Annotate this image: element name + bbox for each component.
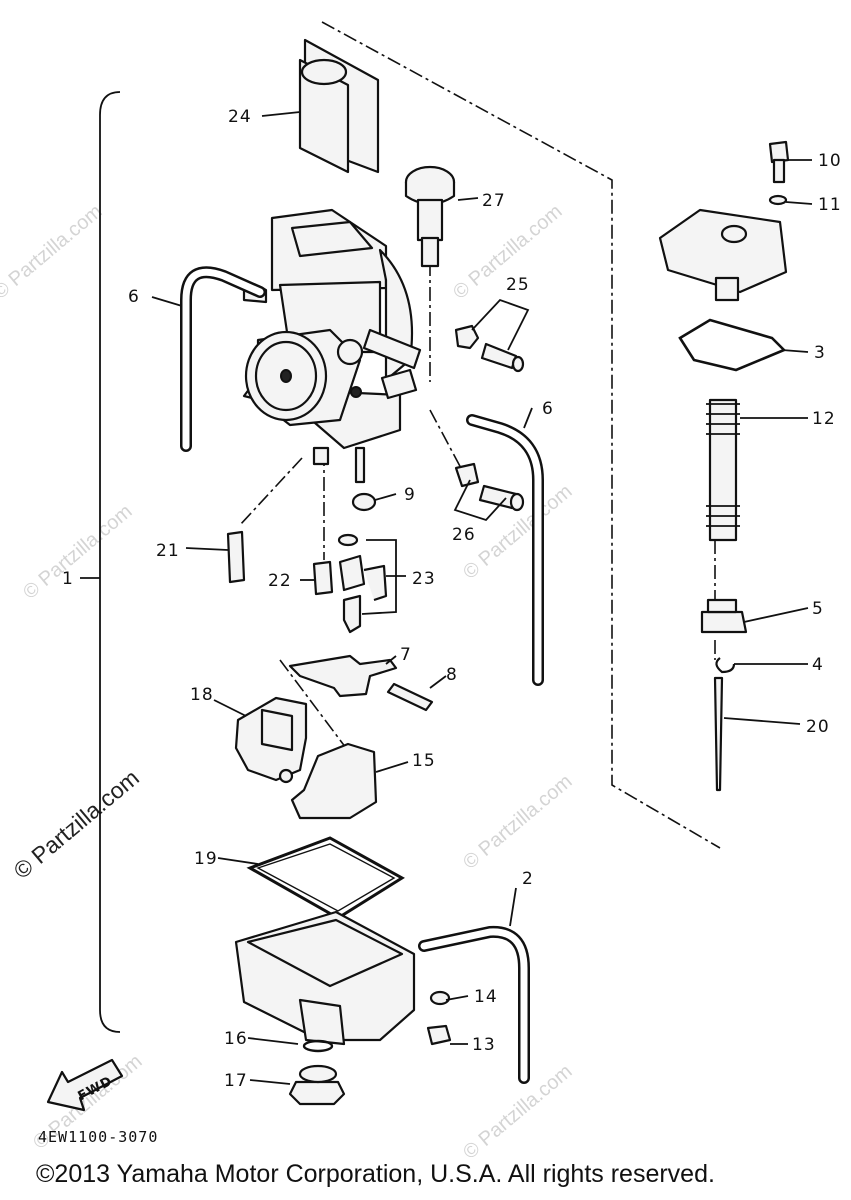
part-11-washer [768,194,788,206]
part-7-plate [288,654,398,698]
callout-24: 24 [228,107,252,127]
carburetor-body [242,208,422,484]
callout-12: 12 [812,409,836,429]
callout-8: 8 [446,665,458,685]
part-15-float [290,742,378,820]
part-12-throttle-valve [706,398,740,542]
part-19-gasket [246,836,405,920]
part-26-air-screw [454,462,525,512]
callout-20: 20 [806,717,830,737]
assembly-bracket [99,91,121,1033]
callout-6: 6 [128,287,140,307]
part-23-needle-valve [338,554,388,634]
copyright-notice: ©2013 Yamaha Motor Corporation, U.S.A. A… [36,1160,715,1188]
callout-11: 11 [818,195,842,215]
part-9-nut [351,492,377,512]
part-6-left-hose [180,266,266,452]
callout-15: 15 [412,751,436,771]
fwd-arrow-icon: FWD [46,1058,124,1112]
callout-4: 4 [812,655,824,675]
part-20-jet-needle [713,676,724,792]
watermark-dark: © Partzilla.com [9,764,144,884]
callout-7: 7 [400,645,412,665]
callout-23: 23 [412,569,436,589]
callout-9: 9 [404,485,416,505]
callout-5: 5 [812,599,824,619]
callout-10: 10 [818,151,842,171]
callout-2: 2 [522,869,534,889]
callout-14: 14 [474,987,498,1007]
part-6-right-hose [466,414,544,686]
callout-13: 13 [472,1035,496,1055]
part-5-holder [700,598,748,634]
part-21-pilot-jet [226,530,246,584]
callout-27: 27 [482,191,506,211]
callout-17: 17 [224,1071,248,1091]
leader-lines [80,111,813,1085]
part-22-main-jet [312,560,334,596]
part-24-top-cover [298,38,380,174]
part-3-gasket [678,318,787,372]
part-18-float [234,696,308,784]
watermark: © Partzilla.com [19,500,136,603]
callout-16: 16 [224,1029,248,1049]
callout-1: 1 [62,569,74,589]
callout-19: 19 [194,849,218,869]
part-4-clip [715,657,736,674]
callouts: 24 27 6 25 6 9 26 21 22 23 1 7 8 18 15 1… [62,107,842,1091]
watermark: © Partzilla.com [0,200,106,303]
callout-21: 21 [156,541,180,561]
mixing-chamber-cap [658,208,788,302]
part-17-drain-plug [288,1064,346,1106]
part-10-screw [768,140,790,184]
part-2-hose [418,925,530,1084]
part-23-washer [337,533,359,547]
part-13-screw [426,1024,452,1046]
watermark: © Partzilla.com [459,1060,576,1163]
part-14-washer [429,990,451,1006]
callout-3: 3 [814,343,826,363]
diagram-code: 4EW1100-3070 [38,1128,159,1146]
callout-25: 25 [506,275,530,295]
part-25-adjust-screw [454,324,525,373]
part-16-o-ring [302,1039,334,1053]
guide-lines [239,21,721,849]
part-8-pin [386,682,434,712]
callout-6: 6 [542,399,554,419]
callout-18: 18 [190,685,214,705]
callout-26: 26 [452,525,476,545]
float-bowl [234,910,416,1046]
callout-22: 22 [268,571,292,591]
part-27-plunger [404,165,456,268]
watermark: © Partzilla.com [459,770,576,873]
